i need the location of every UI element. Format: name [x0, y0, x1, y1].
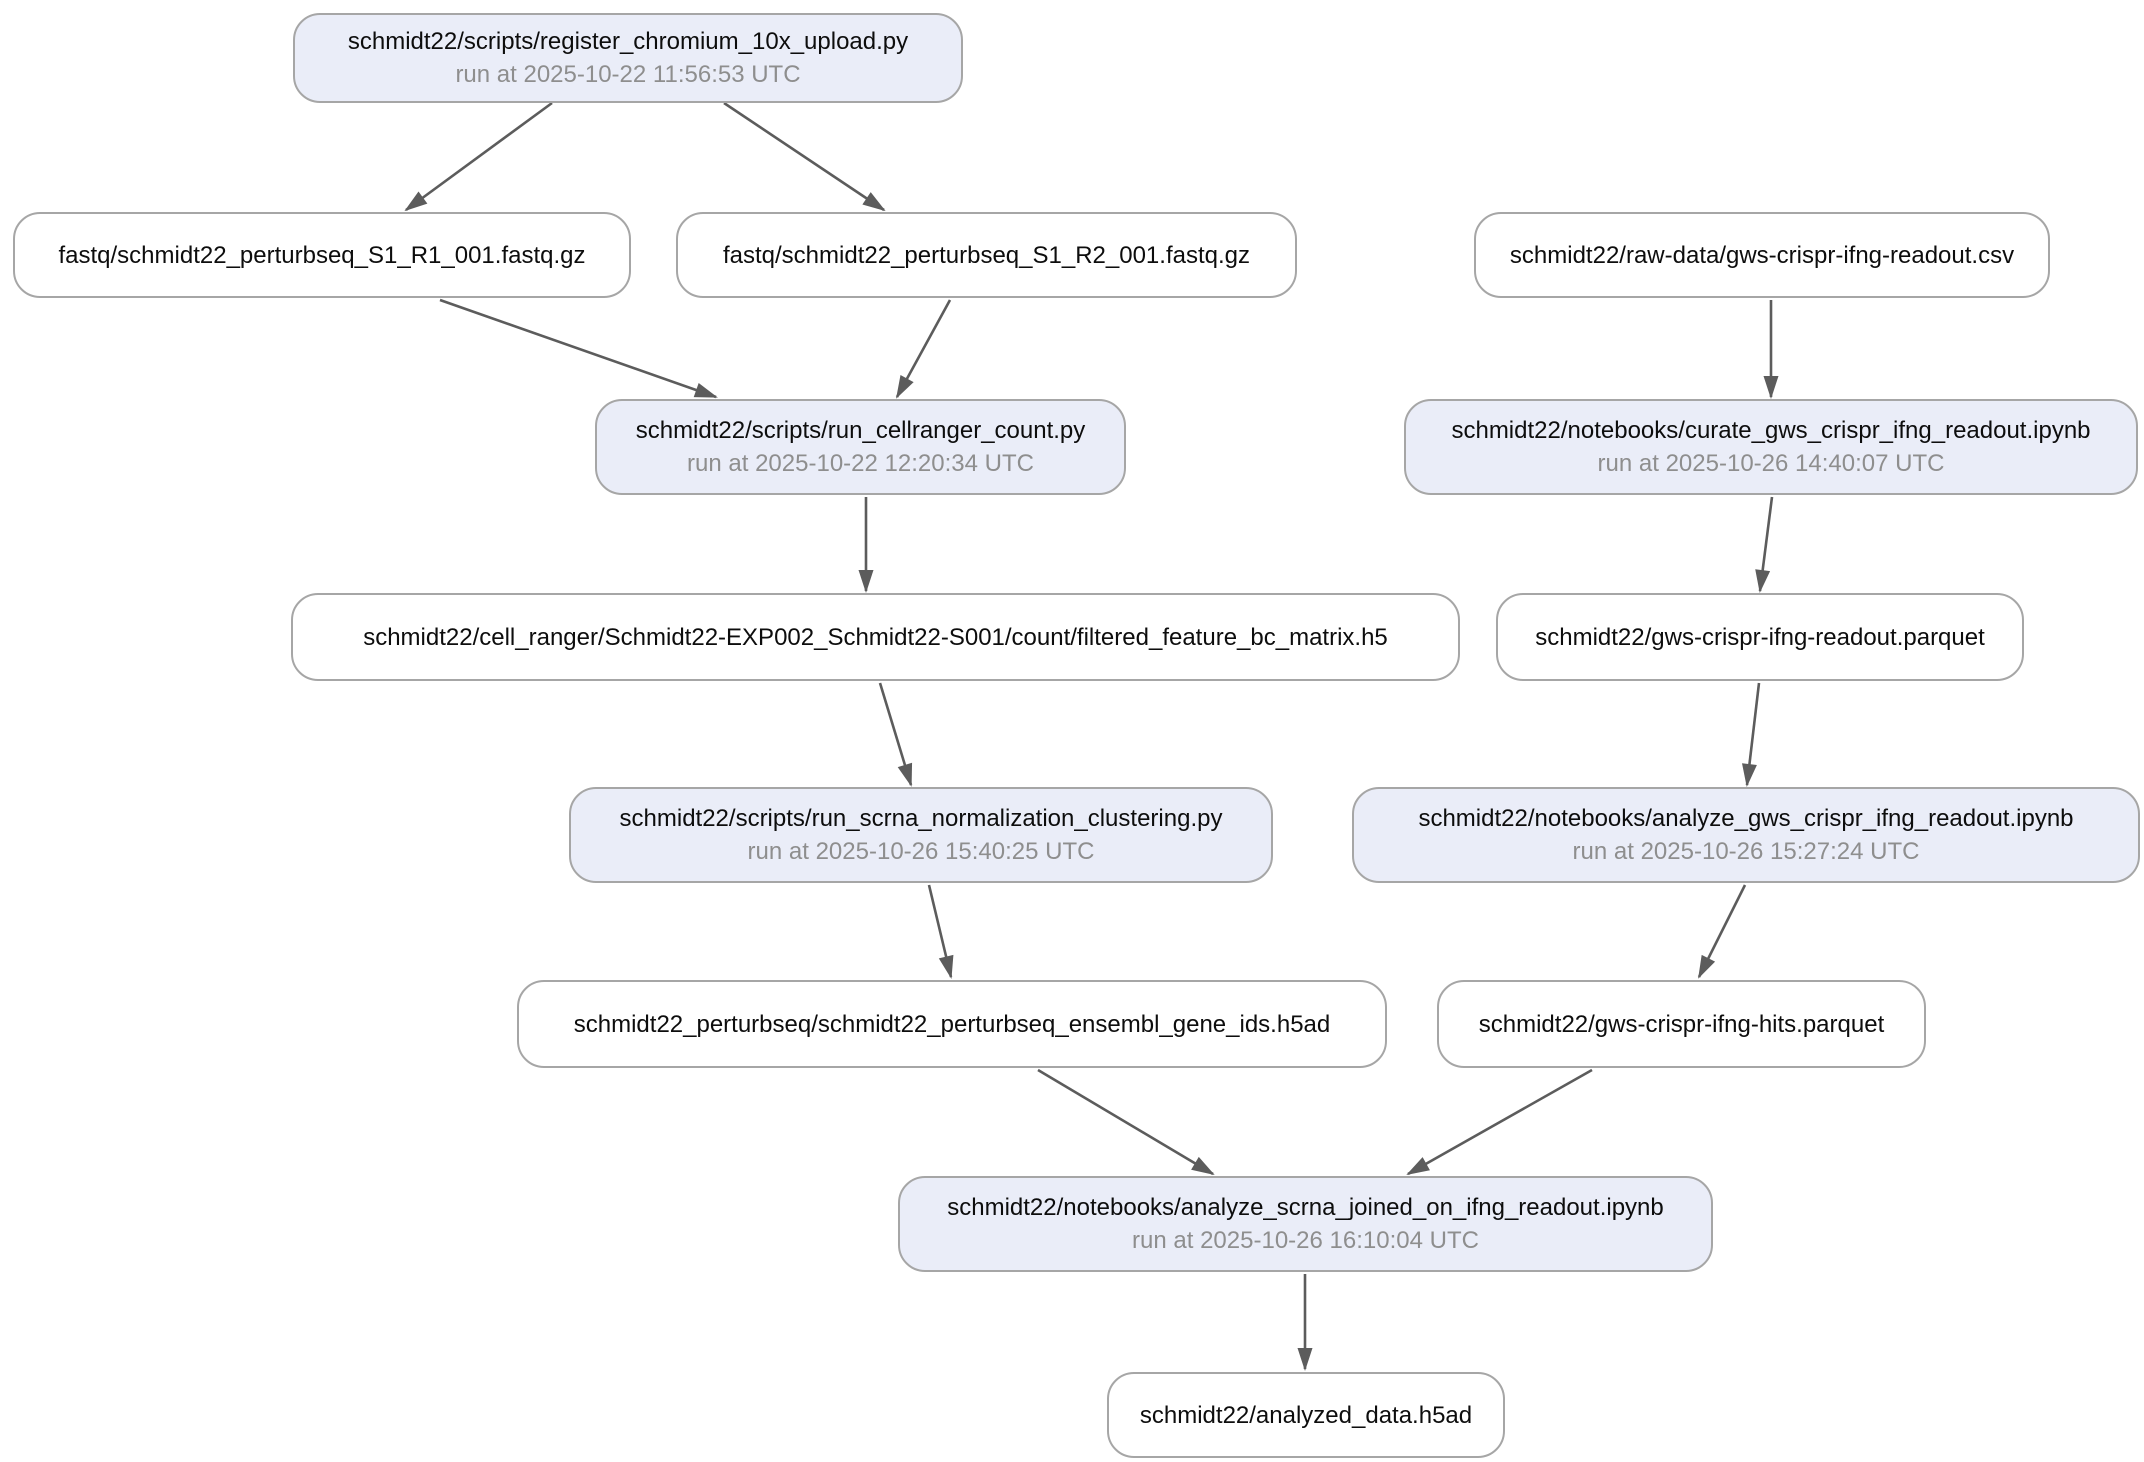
- node-label: schmidt22/notebooks/curate_gws_crispr_if…: [1451, 417, 2091, 444]
- run-node-cellranger-script: schmidt22/scripts/run_cellranger_count.p…: [595, 399, 1126, 495]
- node-label: schmidt22/raw-data/gws-crispr-ifng-reado…: [1509, 241, 2015, 269]
- edge-register-script-to-fastq-r1: [404, 101, 553, 212]
- edge-readout-parquet-to-analyze-notebook: [1742, 682, 1761, 787]
- node-run-timestamp: run at 2025-10-26 14:40:07 UTC: [1597, 450, 1945, 477]
- edge-curate-notebook-to-readout-parquet: [1755, 496, 1774, 593]
- run-node-joined-notebook: schmidt22/notebooks/analyze_scrna_joined…: [898, 1176, 1713, 1272]
- node-label: schmidt22/analyzed_data.h5ad: [1139, 1401, 1473, 1429]
- run-node-norm-script: schmidt22/scripts/run_scrna_normalizatio…: [569, 787, 1273, 883]
- node-label: schmidt22/gws-crispr-ifng-hits.parquet: [1478, 1010, 1885, 1038]
- node-run-timestamp: run at 2025-10-22 11:56:53 UTC: [455, 61, 801, 88]
- node-label: schmidt22/scripts/run_scrna_normalizatio…: [619, 805, 1223, 832]
- artifact-node-fastq-r2: fastq/schmidt22_perturbseq_S1_R2_001.fas…: [676, 212, 1297, 298]
- node-label: schmidt22/notebooks/analyze_scrna_joined…: [947, 1194, 1664, 1221]
- node-run-timestamp: run at 2025-10-26 15:40:25 UTC: [747, 838, 1095, 865]
- artifact-node-fastq-r1: fastq/schmidt22_perturbseq_S1_R1_001.fas…: [13, 212, 631, 298]
- artifact-node-ensembl-h5ad: schmidt22_perturbseq/schmidt22_perturbse…: [517, 980, 1387, 1068]
- edge-register-script-to-fastq-r2: [723, 101, 886, 212]
- edge-analyze-notebook-to-hits-parquet: [1697, 884, 1747, 979]
- node-label: schmidt22/scripts/run_cellranger_count.p…: [635, 417, 1086, 444]
- artifact-node-readout-parquet: schmidt22/gws-crispr-ifng-readout.parque…: [1496, 593, 2024, 681]
- edge-fastq-r1-to-cellranger-script: [439, 298, 718, 399]
- node-label: schmidt22/notebooks/analyze_gws_crispr_i…: [1418, 805, 2074, 832]
- node-label: schmidt22/cell_ranger/Schmidt22-EXP002_S…: [363, 623, 1388, 651]
- node-label: schmidt22/gws-crispr-ifng-readout.parque…: [1535, 623, 1985, 651]
- node-label: fastq/schmidt22_perturbseq_S1_R2_001.fas…: [722, 241, 1250, 269]
- run-node-curate-notebook: schmidt22/notebooks/curate_gws_crispr_if…: [1404, 399, 2138, 495]
- artifact-node-raw-csv: schmidt22/raw-data/gws-crispr-ifng-reado…: [1474, 212, 2050, 298]
- edge-ensembl-h5ad-to-joined-notebook: [1037, 1068, 1215, 1176]
- node-run-timestamp: run at 2025-10-22 12:20:34 UTC: [687, 450, 1034, 477]
- edge-norm-script-to-ensembl-h5ad: [927, 884, 954, 979]
- artifact-node-analyzed-h5ad: schmidt22/analyzed_data.h5ad: [1107, 1372, 1505, 1458]
- edge-fastq-r2-to-cellranger-script: [895, 299, 952, 399]
- node-label: fastq/schmidt22_perturbseq_S1_R1_001.fas…: [58, 241, 586, 269]
- node-label: schmidt22_perturbseq/schmidt22_perturbse…: [573, 1010, 1331, 1038]
- run-node-analyze-notebook: schmidt22/notebooks/analyze_gws_crispr_i…: [1352, 787, 2140, 883]
- node-label: schmidt22/scripts/register_chromium_10x_…: [347, 28, 909, 55]
- edge-hits-parquet-to-joined-notebook: [1406, 1068, 1593, 1176]
- edge-filtered-matrix-to-norm-script: [878, 682, 913, 787]
- artifact-node-hits-parquet: schmidt22/gws-crispr-ifng-hits.parquet: [1437, 980, 1926, 1068]
- run-node-register-script: schmidt22/scripts/register_chromium_10x_…: [293, 13, 963, 103]
- node-run-timestamp: run at 2025-10-26 15:27:24 UTC: [1572, 838, 1920, 865]
- node-run-timestamp: run at 2025-10-26 16:10:04 UTC: [1132, 1227, 1479, 1254]
- artifact-node-filtered-matrix: schmidt22/cell_ranger/Schmidt22-EXP002_S…: [291, 593, 1460, 681]
